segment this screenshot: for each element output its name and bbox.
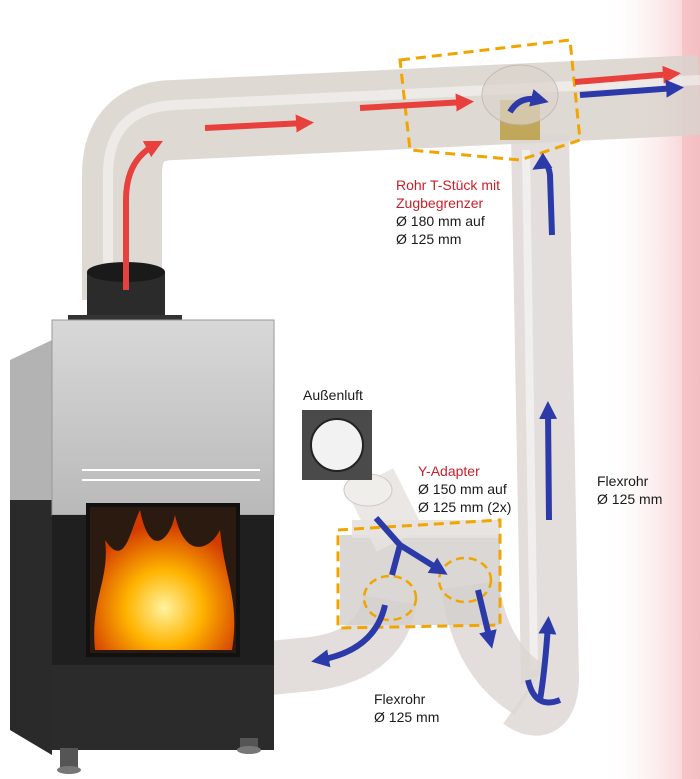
flexrohr-bottom-line2: Ø 125 mm (374, 709, 440, 725)
stove-foot-left (60, 748, 78, 770)
air-arrow-to-stove (311, 604, 388, 668)
air-arrow-y-split (389, 544, 403, 576)
exhaust-pipe-shine (103, 75, 700, 290)
outside-air-label: Außenluft (303, 386, 363, 404)
stove-base (52, 665, 274, 750)
flexrohr-bottom-line1: Flexrohr (374, 691, 426, 707)
exhaust-flow-arrows (123, 65, 681, 290)
stove-foot-right-base (237, 746, 261, 754)
outside-air-opening (310, 418, 364, 472)
fireplace-stove (10, 262, 275, 774)
exhaust-arrow-horizontal-3 (574, 65, 681, 85)
exhaust-arrow-horizontal-2 (359, 93, 474, 112)
t-piece-title-line2: Zugbegrenzer (396, 195, 484, 211)
t-piece-collar (481, 64, 559, 126)
t-piece-dim-line1: Ø 180 mm auf (396, 213, 485, 229)
flexrohr-right-line1: Flexrohr (597, 473, 649, 489)
outside-air-text: Außenluft (303, 387, 363, 403)
y-adapter-outlet-right-highlight (437, 556, 493, 604)
flexrohr-right-line2: Ø 125 mm (597, 491, 663, 507)
flexrohr-right-label: Flexrohr Ø 125 mm (597, 472, 662, 508)
wall-edge (682, 0, 700, 779)
air-arrow-riser-top (532, 152, 555, 236)
t-piece-label: Rohr T-Stück mit Zugbegrenzer Ø 180 mm a… (396, 176, 500, 248)
y-adapter-outlet-left-highlight (362, 574, 418, 622)
air-arrow-riser-bottom (537, 616, 557, 701)
air-arrow-riser-mid (539, 401, 558, 521)
y-adapter-box (340, 535, 500, 625)
air-arrow-y-right-down (475, 589, 497, 649)
flexrohr-bottom-label: Flexrohr Ø 125 mm (374, 690, 439, 726)
stove-flame (94, 510, 235, 650)
y-adapter-title: Y-Adapter (418, 463, 480, 479)
exhaust-pipe (82, 55, 700, 300)
air-arrow-top-exit (579, 79, 684, 98)
air-flow-arrows (311, 79, 684, 706)
t-piece-dim-line2: Ø 125 mm (396, 231, 462, 247)
y-adapter-dim-line2: Ø 125 mm (2x) (418, 499, 512, 515)
stove-foot-left-base (57, 766, 81, 774)
y-adapter-label: Y-Adapter Ø 150 mm auf Ø 125 mm (2x) (418, 462, 511, 516)
exhaust-arrow-rising (123, 140, 163, 290)
y-adapter-dim-line1: Ø 150 mm auf (418, 481, 507, 497)
stove-side-shadow (10, 500, 52, 755)
t-piece-title-line1: Rohr T-Stück mit (396, 177, 500, 193)
air-arrow-bottom-loop (525, 679, 562, 706)
air-arrow-t-piece-curve (507, 89, 549, 114)
exhaust-arrow-horizontal-1 (204, 114, 314, 133)
stove-front-panel (51, 319, 275, 516)
flexrohr-pipe-right-shine (522, 149, 538, 671)
